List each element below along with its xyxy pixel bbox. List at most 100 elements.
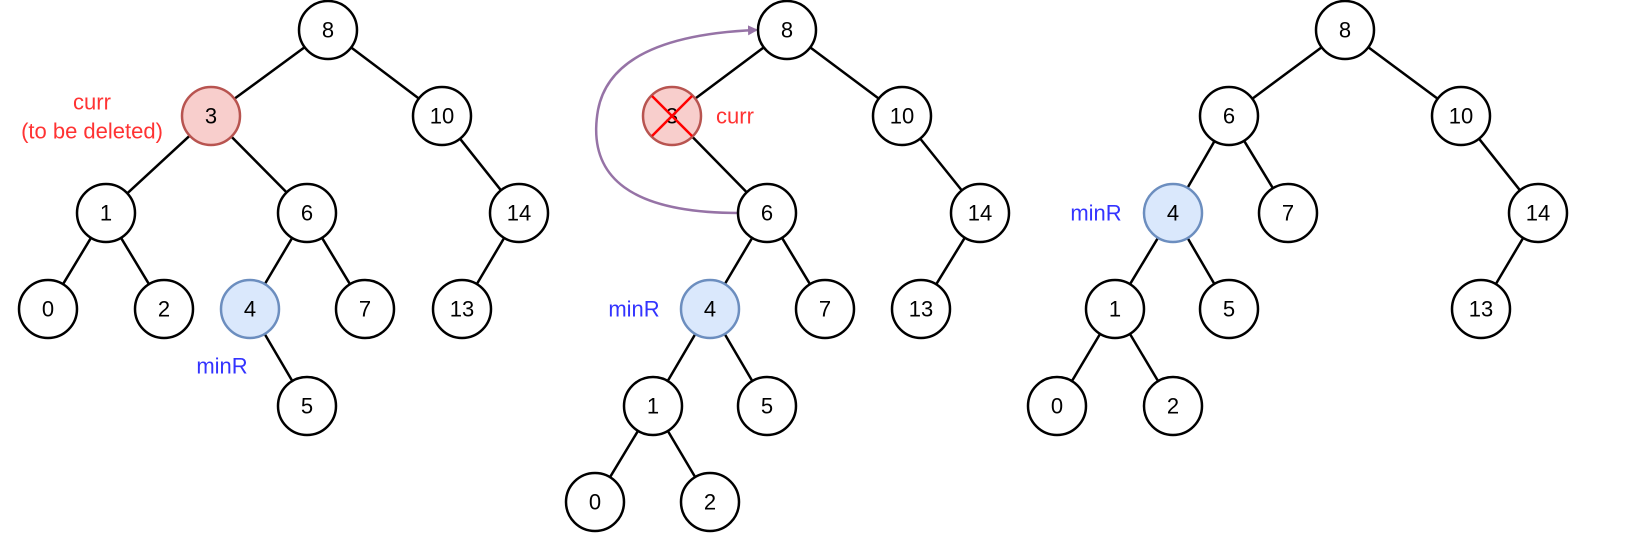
tree-node: 2 (679, 471, 741, 533)
tree-edge (459, 137, 502, 192)
tree-node: 13 (1450, 278, 1512, 340)
edges-layer (61, 46, 1525, 478)
tree-edge (1070, 333, 1102, 382)
tree-node: 0 (564, 471, 626, 533)
node-value: 14 (968, 201, 992, 226)
tree-edge (1128, 237, 1160, 285)
node-circle (17, 278, 79, 340)
minr-node-circle (1142, 182, 1204, 244)
node-circle (334, 278, 396, 340)
tree-edge (666, 430, 697, 478)
tree-edge (919, 137, 963, 192)
tree-node: 1 (75, 182, 137, 244)
tree-edge (666, 333, 697, 382)
cross-mark (651, 95, 693, 137)
tree-edge (1251, 46, 1323, 100)
tree-node: 10 (871, 85, 933, 147)
minr-label: minR (608, 297, 659, 322)
tree-node: 6 (736, 182, 798, 244)
tree-node: 2 (133, 278, 195, 340)
tree-node: 10 (411, 85, 473, 147)
tree-node: 7 (334, 278, 396, 340)
replace-arrow (595, 25, 758, 215)
node-circle (276, 375, 338, 437)
node-value: 7 (1282, 201, 1294, 226)
tree-edge (1478, 137, 1521, 192)
tree-node: 8 (297, 0, 359, 61)
tree-edge (780, 237, 812, 285)
nodes-layer: 8310161402471358310614471315028610471415… (17, 0, 1569, 533)
node-value: 0 (42, 297, 54, 322)
node-circle (276, 182, 338, 244)
node-circle (1142, 375, 1204, 437)
minr-label: minR (1070, 201, 1121, 226)
arrows-layer (595, 25, 758, 215)
tree-edge (1186, 237, 1216, 285)
tree-node: 4 (1142, 182, 1204, 244)
node-circle (1026, 375, 1088, 437)
tree-node: 5 (736, 375, 798, 437)
node-circle (133, 278, 195, 340)
minr-node-circle (679, 278, 741, 340)
node-circle (297, 0, 359, 61)
node-circle (871, 85, 933, 147)
node-value: 13 (450, 297, 474, 322)
tree-node: 0 (17, 278, 79, 340)
node-value: 13 (1469, 297, 1493, 322)
node-circle (75, 182, 137, 244)
node-circle (1314, 0, 1376, 61)
tree-node: 14 (1507, 182, 1569, 244)
tree-edge (723, 237, 754, 285)
curr-label: curr (73, 90, 111, 115)
node-value: 2 (704, 490, 716, 515)
tree-node: 0 (1026, 375, 1088, 437)
tree-node: 8 (756, 0, 818, 61)
node-value: 8 (322, 18, 334, 43)
tree-edge (1494, 237, 1525, 285)
node-value: 1 (100, 201, 112, 226)
node-circle (949, 182, 1011, 244)
tree-edge (230, 135, 288, 194)
node-circle (411, 85, 473, 147)
node-value: 8 (781, 18, 793, 43)
tree-edge (1128, 333, 1160, 382)
node-circle (431, 278, 493, 340)
tree-edge (263, 237, 294, 285)
node-circle (564, 471, 626, 533)
tree-edge (475, 237, 506, 285)
node-value: 5 (301, 394, 313, 419)
node-value: 0 (1051, 394, 1063, 419)
tree-node: 10 (1430, 85, 1492, 147)
tree-edge (350, 46, 420, 100)
tree-node: 4 (219, 278, 281, 340)
node-value: 10 (430, 104, 454, 129)
tree-edge (126, 134, 191, 195)
node-value: 2 (158, 297, 170, 322)
node-circle (622, 375, 684, 437)
node-value: 6 (1223, 104, 1235, 129)
tree-node: 6 (276, 182, 338, 244)
deleted-node-circle (180, 85, 242, 147)
node-value: 4 (244, 297, 256, 322)
tree-edge (233, 46, 306, 100)
node-value: 8 (1339, 18, 1351, 43)
node-circle (1257, 182, 1319, 244)
tree-edge (1367, 46, 1439, 100)
tree-edge (608, 430, 640, 478)
node-value: 2 (1167, 394, 1179, 419)
node-circle (756, 0, 818, 61)
tree-edge (61, 237, 93, 285)
node-value: 1 (647, 394, 659, 419)
minr-label: minR (196, 354, 247, 379)
tree-node: 14 (949, 182, 1011, 244)
tree-node: 13 (431, 278, 493, 340)
tree-edge (320, 237, 352, 285)
node-circle (679, 471, 741, 533)
node-value: 3 (205, 104, 217, 129)
tree-edge (263, 333, 294, 382)
tree-node: 1 (622, 375, 684, 437)
curr-label: curr (716, 104, 754, 129)
node-value: 6 (301, 201, 313, 226)
tree-node: 5 (1198, 278, 1260, 340)
